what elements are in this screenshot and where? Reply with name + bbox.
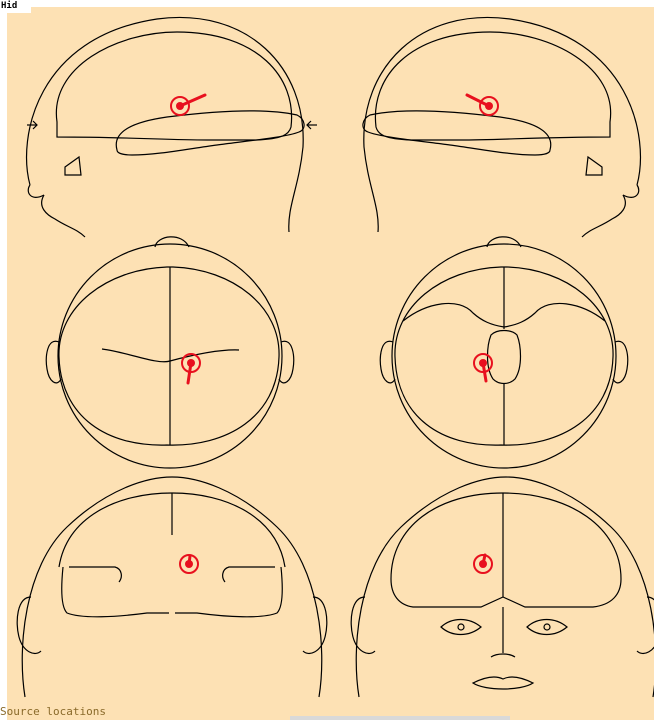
bottom-scrollbar[interactable] [290,716,510,720]
brain-outline [59,267,279,445]
brain-outline [391,493,621,607]
ear [65,157,81,175]
source-dipole-marker [474,555,492,573]
eye-right [527,620,567,635]
source-dipole-marker [180,555,198,573]
eye-left [441,620,481,635]
head-outline [364,17,641,237]
ear-left [17,597,41,653]
mouth [473,677,533,689]
head-diagram-canvas [7,7,654,720]
view-bottom-axial [380,237,627,468]
ear-left [351,597,375,653]
nose-bump [155,237,189,247]
head-outline [27,17,304,237]
nose [491,607,515,657]
source-dipole-marker [171,95,205,115]
status-caption: Source locations [0,704,106,720]
temporal-lobe [116,111,304,155]
nose-bump [487,237,521,247]
brain-outline [375,32,610,140]
source-dipole-marker [182,354,200,383]
source-location-panel [7,7,654,720]
brain-outline [56,32,291,140]
source-dipole-marker [474,354,492,381]
ear-right [303,597,327,653]
brainstem-outline [488,331,521,384]
nose-chin [623,185,639,197]
ear [586,157,602,175]
window-title-tab: Hid [0,0,31,13]
nose-chin [28,185,44,197]
view-top-axial [46,237,293,468]
source-dipole-marker [467,95,498,115]
view-left-sagittal [27,17,317,237]
head-outline [356,477,654,697]
temporal-lobe [363,111,551,155]
view-front-coronal [351,477,654,697]
cerebellum-right [175,567,282,617]
view-back-coronal [17,477,327,697]
ear-right [637,597,654,653]
view-right-sagittal [363,17,641,237]
cerebellum-left [62,567,169,617]
